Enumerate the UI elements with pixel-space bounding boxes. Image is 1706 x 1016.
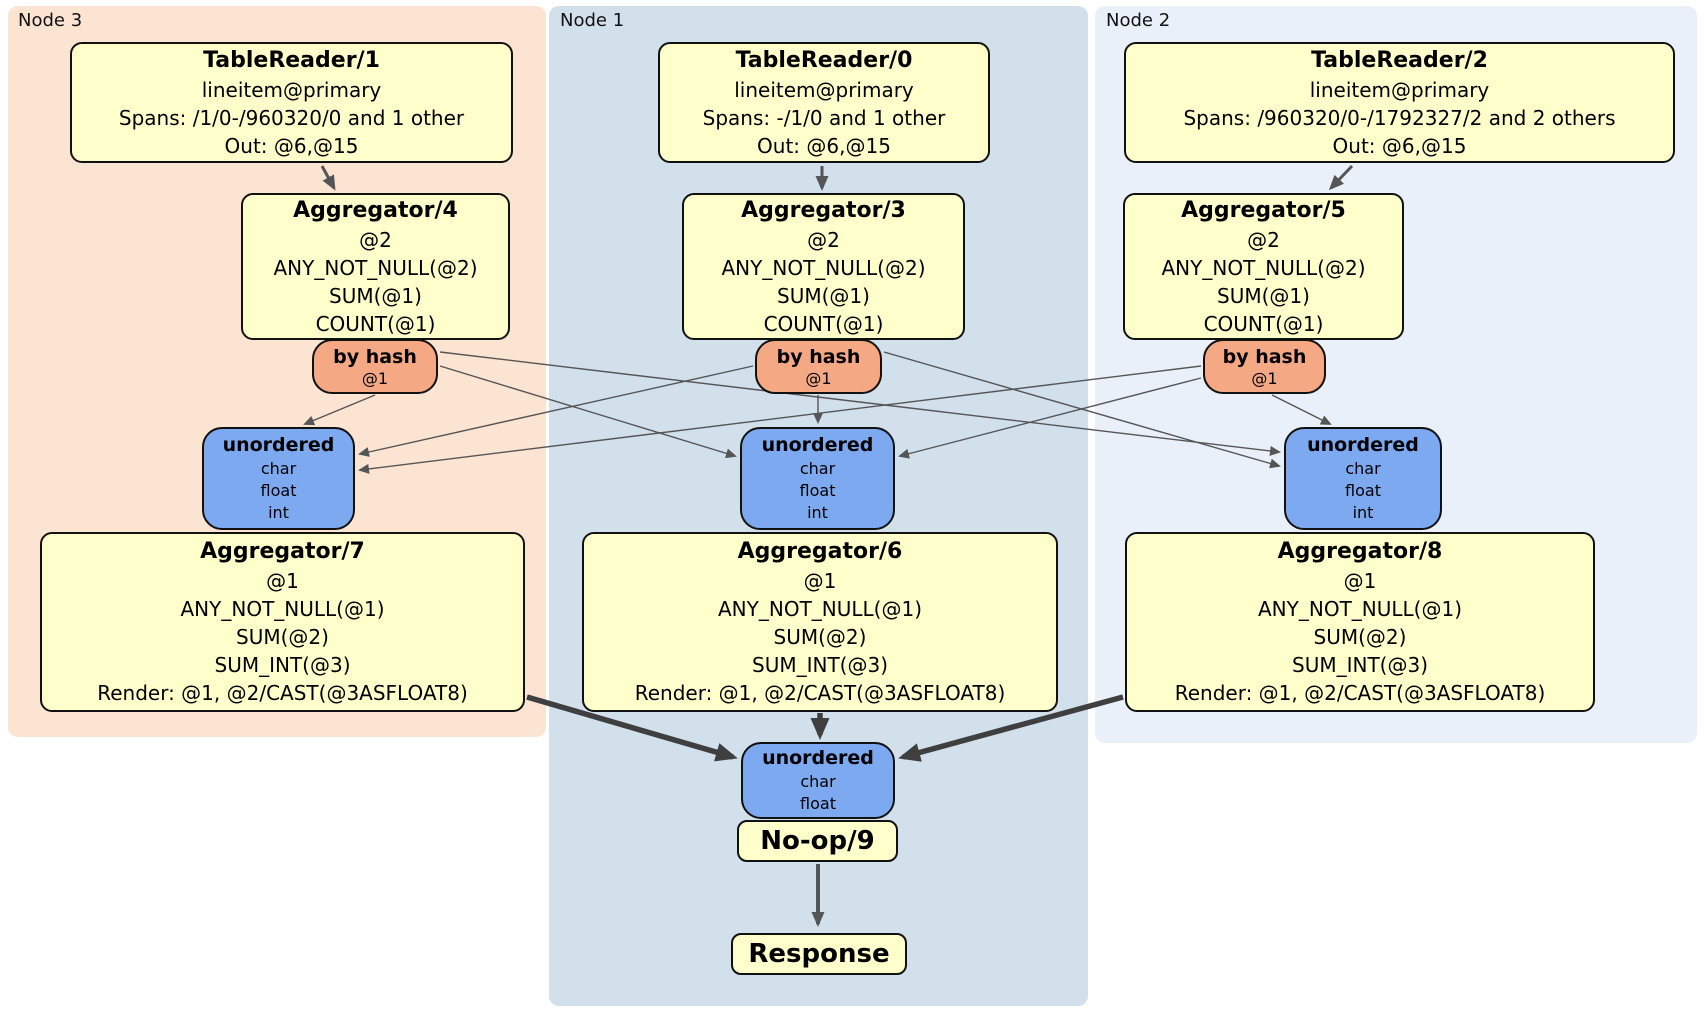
sync-line: int xyxy=(268,503,289,522)
processor-line: COUNT(@1) xyxy=(315,311,436,336)
sync-line: char xyxy=(1345,459,1381,478)
sync-title: unordered xyxy=(1307,434,1419,456)
processor-line: SUM(@2) xyxy=(773,625,867,649)
processor-title: Aggregator/6 xyxy=(737,539,903,564)
node3-region-label: Node 3 xyxy=(18,10,83,31)
processor-line: ANY_NOT_NULL(@1) xyxy=(1258,597,1462,621)
sync-line: float xyxy=(800,794,836,813)
processor-line: ANY_NOT_NULL(@2) xyxy=(1161,255,1366,280)
processor-aggregator-7: Aggregator/7 @1 ANY_NOT_NULL(@1) SUM(@2)… xyxy=(40,532,525,712)
processor-line: SUM(@1) xyxy=(777,283,870,308)
router-line: @1 xyxy=(361,368,389,388)
sync-line: char xyxy=(260,459,297,478)
processor-line: @2 xyxy=(807,227,840,252)
sync-title: unordered xyxy=(761,434,874,456)
node1-region-label: Node 1 xyxy=(560,10,625,31)
processor-line: lineitem@primary xyxy=(201,77,382,102)
router-by-hash-node3: by hash @1 xyxy=(312,339,438,394)
processor-line: Render: @1, @2/CAST(@3ASFLOAT8) xyxy=(634,681,1006,705)
processor-line: COUNT(@1) xyxy=(763,311,884,336)
response-node: Response xyxy=(731,933,907,975)
processor-line: SUM(@1) xyxy=(329,283,422,308)
processor-line: SUM_INT(@3) xyxy=(752,653,888,677)
processor-line: Render: @1, @2/CAST(@3ASFLOAT8) xyxy=(97,681,468,705)
processor-title: Aggregator/8 xyxy=(1277,539,1443,564)
sync-line: char xyxy=(799,459,836,478)
processor-line: Spans: /960320/0-/1792327/2 and 2 others xyxy=(1183,105,1616,130)
processor-aggregator-3: Aggregator/3 @2 ANY_NOT_NULL(@2) SUM(@1)… xyxy=(682,193,965,340)
processor-tablereader-1: TableReader/1 lineitem@primary Spans: /1… xyxy=(70,42,513,163)
processor-line: ANY_NOT_NULL(@2) xyxy=(721,255,926,280)
processor-line: Out: @6,@15 xyxy=(224,133,359,158)
processor-line: @1 xyxy=(266,569,299,593)
processor-line: ANY_NOT_NULL(@2) xyxy=(273,255,478,280)
processor-line: ANY_NOT_NULL(@1) xyxy=(180,597,385,621)
processor-title: Aggregator/4 xyxy=(293,197,458,223)
router-by-hash-node2: by hash @1 xyxy=(1203,339,1326,394)
processor-title: Aggregator/7 xyxy=(200,539,365,564)
node2-region-label: Node 2 xyxy=(1106,10,1171,31)
processor-line: @2 xyxy=(359,227,392,252)
router-line: @1 xyxy=(1251,368,1278,388)
router-title: by hash xyxy=(1222,345,1307,368)
sync-unordered-node3: unordered char float int xyxy=(202,427,355,530)
sync-line: float xyxy=(1345,481,1381,500)
processor-aggregator-5: Aggregator/5 @2 ANY_NOT_NULL(@2) SUM(@1)… xyxy=(1123,193,1404,340)
processor-line: SUM(@2) xyxy=(236,625,329,649)
processor-aggregator-6: Aggregator/6 @1 ANY_NOT_NULL(@1) SUM(@2)… xyxy=(582,532,1058,712)
processor-line: SUM_INT(@3) xyxy=(1292,653,1428,677)
sync-unordered-node1: unordered char float int xyxy=(740,427,895,530)
processor-line: lineitem@primary xyxy=(1309,77,1490,102)
processor-title: TableReader/1 xyxy=(203,47,380,73)
sync-unordered-node2: unordered char float int xyxy=(1284,427,1442,530)
processor-line: Out: @6,@15 xyxy=(1332,133,1467,158)
processor-tablereader-2: TableReader/2 lineitem@primary Spans: /9… xyxy=(1124,42,1675,163)
processor-title: Aggregator/5 xyxy=(1181,197,1346,223)
processor-tablereader-0: TableReader/0 lineitem@primary Spans: -/… xyxy=(658,42,990,163)
sync-title: unordered xyxy=(222,434,335,456)
sync-unordered-final: unordered char float xyxy=(741,742,895,819)
processor-noop-9: No-op/9 xyxy=(737,820,898,862)
sync-line: float xyxy=(260,481,297,500)
sync-line: float xyxy=(799,481,836,500)
processor-line: ANY_NOT_NULL(@1) xyxy=(718,597,922,621)
router-title: by hash xyxy=(333,345,417,368)
processor-aggregator-8: Aggregator/8 @1 ANY_NOT_NULL(@1) SUM(@2)… xyxy=(1125,532,1595,712)
sync-title: unordered xyxy=(762,747,874,769)
processor-line: COUNT(@1) xyxy=(1203,311,1324,336)
processor-title: TableReader/2 xyxy=(1311,47,1488,73)
processor-line: SUM_INT(@3) xyxy=(214,653,351,677)
router-title: by hash xyxy=(776,345,861,368)
processor-line: Out: @6,@15 xyxy=(757,133,891,158)
processor-line: lineitem@primary xyxy=(734,77,914,102)
sync-line: char xyxy=(800,772,836,791)
processor-title: TableReader/0 xyxy=(735,47,913,73)
processor-line: SUM(@2) xyxy=(1313,625,1407,649)
processor-line: Render: @1, @2/CAST(@3ASFLOAT8) xyxy=(1174,681,1546,705)
processor-line: Spans: -/1/0 and 1 other xyxy=(702,105,946,130)
sync-line: int xyxy=(1352,503,1374,522)
processor-title: Aggregator/3 xyxy=(741,197,906,223)
processor-line: SUM(@1) xyxy=(1217,283,1310,308)
router-line: @1 xyxy=(805,368,832,388)
processor-line: @1 xyxy=(803,569,837,593)
sync-line: int xyxy=(807,503,828,522)
processor-line: @1 xyxy=(1343,569,1377,593)
router-by-hash-node1: by hash @1 xyxy=(755,339,882,394)
processor-line: Spans: /1/0-/960320/0 and 1 other xyxy=(118,105,465,130)
processor-line: @2 xyxy=(1247,227,1280,252)
processor-aggregator-4: Aggregator/4 @2 ANY_NOT_NULL(@2) SUM(@1)… xyxy=(241,193,510,340)
